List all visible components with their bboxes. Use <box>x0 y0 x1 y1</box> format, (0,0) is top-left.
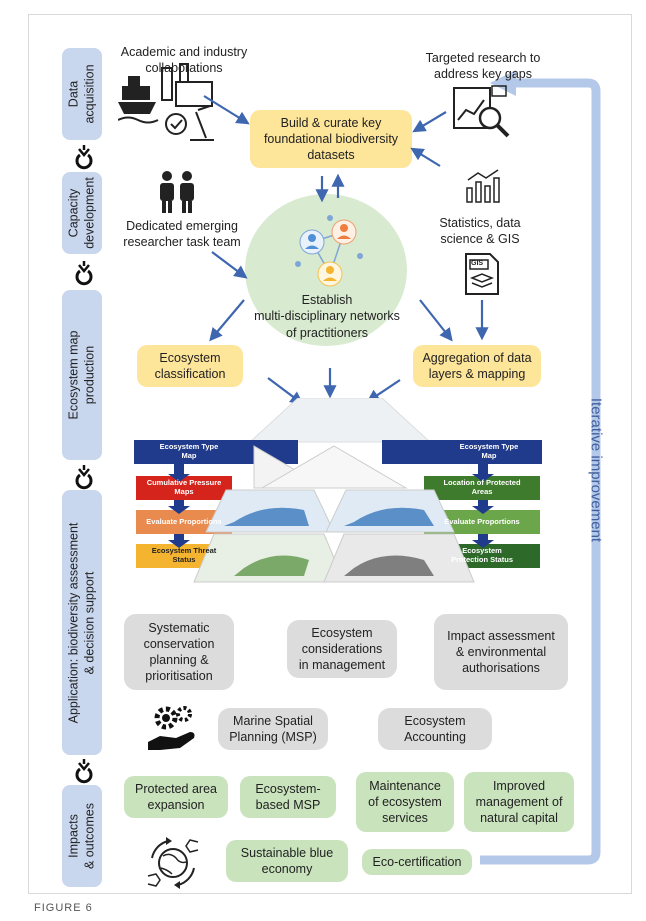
cycle-arrow-icon <box>75 261 93 286</box>
ecosystem-msp-box: Ecosystem- based MSP <box>240 776 336 818</box>
globe-cycle-icon <box>147 837 199 889</box>
pyramid-diagram <box>134 398 542 583</box>
researchers-icon <box>160 171 194 213</box>
maintenance-services-box: Maintenance of ecosystem services <box>356 772 454 832</box>
research-report-magnifier-icon <box>453 85 510 138</box>
marine-spatial-planning-box: Marine Spatial Planning (MSP) <box>218 708 328 750</box>
protected-areas-label: Location of Protected Areas <box>443 478 521 496</box>
ecosystem-accounting-box: Ecosystem Accounting <box>378 708 492 750</box>
figure-label: FIGURE 6 <box>34 902 93 914</box>
blue-economy-box: Sustainable blue economy <box>226 840 348 882</box>
iterative-loop-arrow <box>480 70 601 865</box>
network-people-icon <box>295 215 363 287</box>
eco-certification-box: Eco-certification <box>362 849 472 875</box>
ecosystem-type-map-right: Ecosystem Type Map <box>459 442 519 460</box>
threat-status-label: Ecosystem Threat Status <box>151 546 217 564</box>
aggregation-mapping-box: Aggregation of data layers & mapping <box>413 345 541 387</box>
impact-assessment-box: Impact assessment & environmental author… <box>434 614 568 690</box>
systematic-planning-box: Systematic conservation planning & prior… <box>124 614 234 690</box>
evaluate-proportions-right: Evaluate Proportions <box>444 516 520 526</box>
cycle-arrow-icon <box>75 759 93 784</box>
improved-management-box: Improved management of natural capital <box>464 772 574 832</box>
gis-file-icon <box>465 253 499 295</box>
academic-collaborations-label: Academic and industry collaborations <box>120 45 248 76</box>
establish-networks-label: Establish multi-disciplinary networks of… <box>254 293 400 340</box>
factory-ship-microscope-icon <box>118 63 214 141</box>
figure-frame <box>28 14 632 894</box>
stage-data-acquisition: Data acquisition <box>62 48 102 140</box>
build-datasets-box: Build & curate key foundational biodiver… <box>250 110 412 168</box>
evaluate-proportions-left: Evaluate Proportions <box>146 516 222 526</box>
stage-ecosystem-map-production: Ecosystem map production <box>62 290 102 460</box>
stage-capacity-development: Capacity development <box>62 172 102 254</box>
stage-impacts: Impacts & outcomes <box>62 785 102 887</box>
gis-icon-text: GIS <box>471 260 484 267</box>
cycle-arrow-icon <box>75 465 93 490</box>
ecosystem-considerations-box: Ecosystem considerations in management <box>287 620 397 678</box>
protected-area-box: Protected area expansion <box>124 776 228 818</box>
cycle-arrow-icon <box>75 145 93 170</box>
dedicated-team-label: Dedicated emerging researcher task team <box>123 219 241 250</box>
protection-status-label: Ecosystem Protection Status <box>450 546 514 564</box>
stage-application: Application: biodiversity assessment & d… <box>62 490 102 755</box>
targeted-research-label: Targeted research to address key gaps <box>425 51 541 82</box>
statistics-chart-icon <box>466 169 500 203</box>
statistics-label: Statistics, data science & GIS <box>439 216 521 247</box>
cumulative-pressure-label: Cumulative Pressure Maps <box>146 478 222 496</box>
ecosystem-classification-box: Ecosystem classification <box>137 345 243 387</box>
gears-hand-icon <box>148 706 195 750</box>
ecosystem-type-map-left: Ecosystem Type Map <box>159 442 219 460</box>
